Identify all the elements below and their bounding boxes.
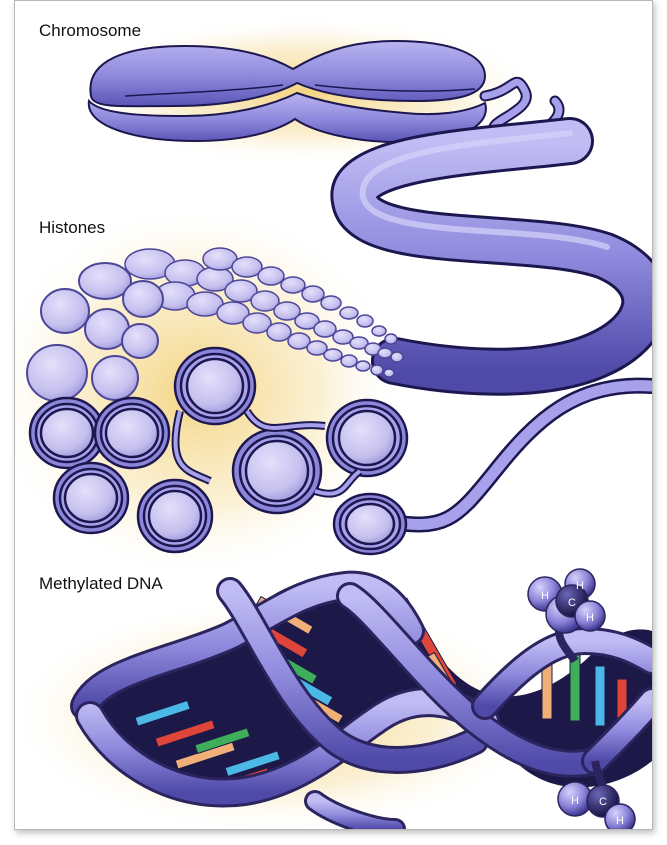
- nucleosome-1: [30, 398, 104, 468]
- atom-c: C: [568, 597, 576, 609]
- chromatin-fiber: [354, 133, 645, 372]
- atom-h-2: H: [576, 580, 584, 592]
- nucleosome-5: [175, 348, 255, 424]
- atom-h-3: H: [586, 612, 594, 624]
- chromosome-label: Chromosome: [39, 21, 141, 41]
- nucleosome-7: [327, 400, 407, 476]
- nucleosome-4: [138, 480, 212, 552]
- methylated-dna-label: Methylated DNA: [39, 574, 163, 594]
- atom-h-4: H: [571, 795, 579, 807]
- illustration-frame: H C H H H C H Chromosome Histones Methyl…: [14, 0, 653, 830]
- nucleosome-8: [334, 494, 406, 554]
- nucleosome-6: [233, 429, 321, 513]
- atom-h-1: H: [541, 590, 549, 602]
- atom-h-5: H: [616, 815, 624, 827]
- histones-label: Histones: [39, 218, 105, 238]
- nucleosome-3: [54, 463, 128, 533]
- nucleosome-2: [95, 398, 169, 468]
- chromatin-linker-right: [385, 386, 652, 525]
- chromatin-illustration: H C H H H C H: [15, 1, 652, 829]
- atom-c-2: C: [599, 796, 607, 808]
